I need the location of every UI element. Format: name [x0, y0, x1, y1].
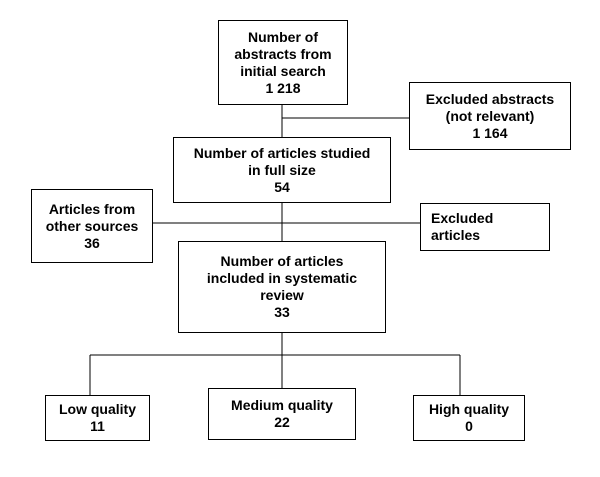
- box-high-quality: High quality 0: [413, 395, 525, 441]
- box-included-line-2: included in systematic: [206, 270, 358, 286]
- box-initial-search: Number of abstracts from initial search …: [218, 20, 348, 105]
- box-initial-search-line-3: initial search: [240, 62, 326, 79]
- box-excluded-abstracts-line-1: Excluded abstracts: [425, 90, 555, 107]
- box-medium-quality-label: Medium quality: [231, 397, 333, 413]
- box-full-size-line-2: in full size: [248, 161, 316, 178]
- box-initial-search-count: 1 218: [265, 79, 301, 96]
- box-full-size-count: 54: [274, 178, 290, 195]
- box-medium-quality: Medium quality 22: [208, 388, 356, 440]
- box-low-quality-label: Low quality: [59, 401, 136, 417]
- box-initial-search-line-2: abstracts from: [234, 45, 332, 62]
- box-low-quality: Low quality 11: [45, 395, 150, 441]
- box-excluded-articles: Excluded articles: [420, 203, 550, 251]
- box-included-line-1: Number of articles: [220, 253, 344, 269]
- box-full-size: Number of articles studied in full size …: [173, 137, 391, 203]
- box-other-sources-count: 36: [84, 234, 100, 251]
- box-initial-search-line-1: Number of: [248, 28, 318, 45]
- box-full-size-line-1: Number of articles studied: [193, 144, 371, 161]
- box-other-sources: Articles from other sources 36: [31, 189, 153, 263]
- box-excluded-articles-line-1: Excluded: [431, 210, 494, 226]
- box-included: Number of articles included in systemati…: [178, 241, 386, 333]
- box-other-sources-line-1: Articles from: [48, 200, 136, 217]
- box-included-line-3: review: [260, 287, 304, 303]
- box-high-quality-count: 0: [465, 418, 473, 434]
- box-excluded-abstracts: Excluded abstracts (not relevant) 1 164: [409, 82, 571, 150]
- box-low-quality-count: 11: [90, 418, 105, 434]
- box-excluded-abstracts-count: 1 164: [472, 124, 508, 141]
- box-excluded-abstracts-line-2: (not relevant): [445, 107, 535, 124]
- box-high-quality-label: High quality: [428, 401, 510, 417]
- box-included-count: 33: [274, 304, 290, 320]
- box-other-sources-line-2: other sources: [45, 217, 139, 234]
- box-medium-quality-count: 22: [274, 414, 290, 430]
- box-excluded-articles-line-2: articles: [431, 227, 481, 243]
